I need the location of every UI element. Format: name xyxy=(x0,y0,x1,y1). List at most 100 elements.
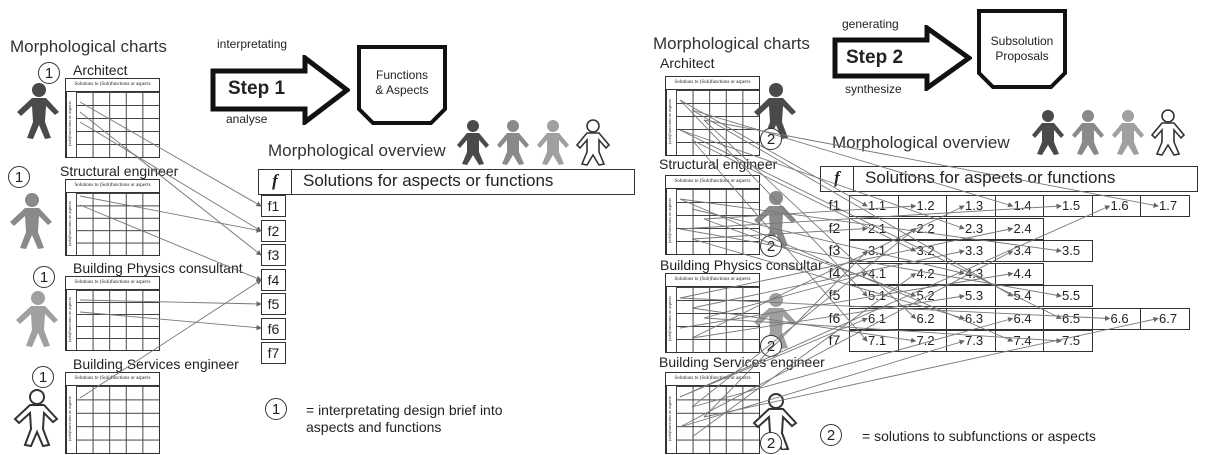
solution-cell: 1.5 xyxy=(1043,195,1093,217)
step1-top-label: interpretating xyxy=(217,37,288,51)
right-function-cell: f4 xyxy=(822,262,847,285)
right-charts-title: Morphological charts xyxy=(653,34,810,53)
solution-cell: 7.5 xyxy=(1043,330,1093,352)
solution-cell: 3.1 xyxy=(849,240,899,262)
right-function-cell: f5 xyxy=(822,285,847,307)
solution-cell: 7.2 xyxy=(897,330,947,352)
architect-figure-icon xyxy=(17,83,59,139)
right-legend-text: = solutions to subfunctions or aspects xyxy=(862,428,1096,444)
left-role-physics: Building Physics consultant xyxy=(73,260,243,276)
left-function-cell: f6 xyxy=(261,317,286,340)
solution-cell: 1.2 xyxy=(897,195,947,217)
left-function-cell: f3 xyxy=(261,244,286,266)
structural-figure-icon xyxy=(10,193,52,249)
solution-cell: 1.3 xyxy=(946,195,996,217)
left-mini-chart-services: Solutions to (Sub)functions or aspects(s… xyxy=(65,372,160,454)
solution-cell: 3.3 xyxy=(946,240,996,262)
step1-bottom-label: analyse xyxy=(226,112,268,126)
solution-cell: 7.4 xyxy=(994,330,1044,352)
left-role-structural: Structural engineer xyxy=(60,163,179,179)
left-badge-2: 1 xyxy=(8,166,30,188)
right-function-cell: f3 xyxy=(822,240,847,262)
left-function-cell: f1 xyxy=(261,195,286,217)
left-mini-chart-physics: Solutions to (Sub)functions or aspects(s… xyxy=(65,276,160,351)
solution-cell: 7.3 xyxy=(946,330,996,352)
solution-cell: 3.4 xyxy=(994,240,1044,262)
right-role-physics: Building Physics consultant xyxy=(660,257,830,273)
right-function-cell: f1 xyxy=(822,195,847,217)
solution-cell: 7.1 xyxy=(849,330,899,352)
solution-cell: 6.7 xyxy=(1140,307,1190,330)
left-role-services: Building Services engineer xyxy=(73,356,239,372)
left-overview-header: f Solutions for aspects or functions xyxy=(258,169,635,195)
left-charts-title: Morphological charts xyxy=(10,37,167,56)
solution-cell: 5.5 xyxy=(1043,285,1093,307)
solution-cell: 4.4 xyxy=(994,262,1044,285)
left-mini-chart-structural: Solutions to (Sub)functions or aspects(s… xyxy=(65,179,160,256)
solution-cell: 5.4 xyxy=(994,285,1044,307)
right-badge-2: 2 xyxy=(760,235,782,257)
solution-cell: 6.1 xyxy=(849,307,899,330)
left-badge-1: 1 xyxy=(38,62,60,84)
left-role-architect: Architect xyxy=(73,62,128,78)
right-team-figures-icon xyxy=(1032,109,1186,156)
step1-label: Step 1 xyxy=(228,78,286,99)
left-mini-chart-architect: Solutions to (Sub)functions or aspects(s… xyxy=(65,78,160,158)
left-function-cell: f2 xyxy=(261,219,286,242)
solution-cell: 2.3 xyxy=(946,217,996,240)
services-figure-icon xyxy=(13,389,59,448)
solution-cell: 6.5 xyxy=(1043,307,1093,330)
solution-cell: 5.1 xyxy=(849,285,899,307)
left-function-cell: f4 xyxy=(261,268,286,291)
solution-cell: 6.3 xyxy=(946,307,996,330)
solution-cell: 2.2 xyxy=(897,217,947,240)
right-role-services: Building Services engineer xyxy=(659,354,825,370)
right-role-architect: Architect xyxy=(660,55,715,71)
left-badge-4: 1 xyxy=(32,366,54,388)
solution-cell: 1.6 xyxy=(1091,195,1141,217)
solution-cell: 3.5 xyxy=(1043,240,1093,262)
solution-cell: 5.2 xyxy=(897,285,947,307)
step2-bottom-label: synthesize xyxy=(845,82,902,96)
right-role-structural: Structural engineer xyxy=(659,156,778,172)
right-function-cell: f2 xyxy=(822,217,847,240)
right-function-cell: f7 xyxy=(822,330,847,352)
right-badge-3: 2 xyxy=(760,335,782,357)
left-team-figures-icon xyxy=(457,119,611,166)
left-legend-badge: 1 xyxy=(265,398,287,420)
right-function-cell: f6 xyxy=(822,307,847,330)
step2-arrow-icon xyxy=(832,25,972,91)
solution-cell: 1.1 xyxy=(849,195,899,217)
solution-cell: 4.3 xyxy=(946,262,996,285)
solution-cell: 6.4 xyxy=(994,307,1044,330)
step2-top-label: generating xyxy=(842,17,899,31)
right-legend-badge: 2 xyxy=(820,424,842,446)
right-mini-chart-services: Solutions to (Sub)functions or aspects(s… xyxy=(665,372,760,454)
right-mini-chart-structural: Solutions to (Sub)functions or aspects(s… xyxy=(665,175,760,255)
solution-cell: 1.4 xyxy=(994,195,1044,217)
solution-cell: 1.7 xyxy=(1140,195,1190,217)
step2-label: Step 2 xyxy=(846,47,904,68)
physics-figure-icon xyxy=(16,291,58,347)
solution-cell: 2.1 xyxy=(849,217,899,240)
right-badge-4: 2 xyxy=(760,432,782,454)
solution-cell: 6.2 xyxy=(897,307,947,330)
right-mini-chart-physics: Solutions to (Sub)functions or aspects(s… xyxy=(665,273,760,353)
solution-cell: 3.2 xyxy=(897,240,947,262)
left-function-cell: f5 xyxy=(261,293,286,315)
left-function-cell: f7 xyxy=(261,342,286,364)
solution-cell: 4.2 xyxy=(897,262,947,285)
functions-aspects-box xyxy=(357,45,447,125)
solution-cell: 6.6 xyxy=(1091,307,1141,330)
right-overview-title: Morphological overview xyxy=(832,133,1010,152)
solution-cell: 4.1 xyxy=(849,262,899,285)
solution-cell: 5.3 xyxy=(946,285,996,307)
left-overview-title: Morphological overview xyxy=(268,141,446,160)
right-badge-1: 2 xyxy=(760,128,782,150)
solution-cell: 2.4 xyxy=(994,217,1044,240)
subsolution-box xyxy=(977,9,1067,89)
functions-aspects-label: Functions& Aspects xyxy=(375,68,429,97)
left-badge-3: 1 xyxy=(33,266,55,288)
